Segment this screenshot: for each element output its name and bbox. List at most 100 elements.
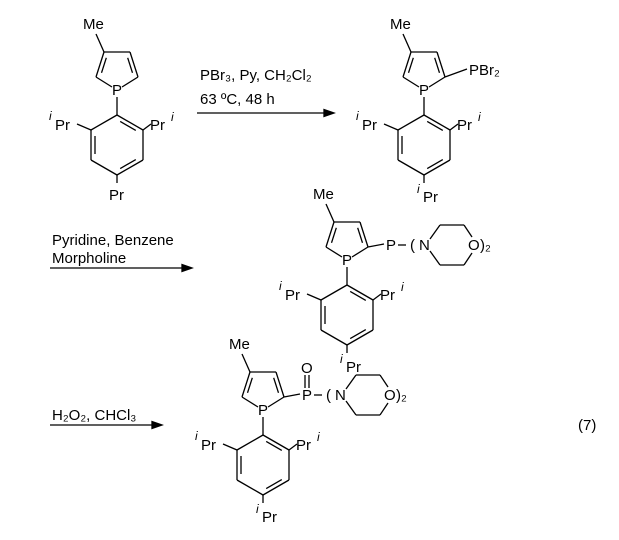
isopropyl-label: Pr <box>55 117 70 134</box>
propyl-label: Pr <box>109 187 124 204</box>
methyl-label: Me <box>83 16 104 33</box>
bond <box>325 203 335 223</box>
bond <box>241 371 251 398</box>
bond <box>357 227 364 244</box>
bond <box>434 57 441 74</box>
bond <box>426 120 444 132</box>
bond <box>372 293 382 301</box>
phosphorus-label: P <box>386 237 396 254</box>
bond <box>397 114 425 131</box>
bond <box>241 353 251 373</box>
isopropyl-label: Pr <box>423 189 438 206</box>
reaction-arrow-2: Pyridine, Benzene Morpholine <box>50 232 194 273</box>
bond <box>444 68 468 78</box>
reaction-arrow-3: H₂O₂, CHCl₃ <box>50 407 164 430</box>
isopropyl-i-label: i <box>417 182 420 196</box>
step2-conditions-2: Morpholine <box>52 250 126 267</box>
bond <box>429 224 441 240</box>
bond <box>325 221 335 248</box>
bond <box>345 400 357 416</box>
bond <box>436 51 446 78</box>
paren-label: ( <box>410 237 415 254</box>
phosphorus-label: P <box>342 252 352 269</box>
paren-label: ( <box>326 387 331 404</box>
isopropyl-i-label: i <box>478 110 481 124</box>
isopropyl-label: Pr <box>457 117 472 134</box>
bond <box>95 33 105 53</box>
isopropyl-i-label: i <box>340 352 343 366</box>
bond <box>351 246 369 258</box>
bond <box>265 478 283 490</box>
bond <box>90 159 118 176</box>
bond <box>463 252 473 266</box>
phosphorus-label: P <box>419 82 429 99</box>
bond <box>241 396 259 408</box>
isopropyl-label: Pr <box>285 287 300 304</box>
bond <box>129 51 139 78</box>
isopropyl-i-label: i <box>356 109 359 123</box>
bond <box>283 393 301 398</box>
bond <box>119 120 137 132</box>
bond <box>121 76 139 88</box>
methyl-label: Me <box>313 186 334 203</box>
dibromophosphino-label: PBr₂ <box>469 62 500 79</box>
bond <box>429 250 441 266</box>
step1-conditions-1: PBr₃, Py, CH₂Cl₂ <box>200 67 312 84</box>
bond <box>367 243 385 248</box>
reaction-arrow-1: PBr₃, Py, CH₂Cl₂ 63 ºC, 48 h <box>197 67 336 118</box>
bond <box>426 158 444 170</box>
bond <box>267 396 285 408</box>
bond-lines <box>76 33 473 503</box>
bond <box>423 159 451 176</box>
isopropyl-label: Pr <box>262 509 277 526</box>
bond <box>359 221 369 248</box>
isopropyl-label: Pr <box>296 437 311 454</box>
bond <box>127 57 134 74</box>
step3-conditions: H₂O₂, CHCl₃ <box>52 407 136 424</box>
bond <box>379 374 389 388</box>
bond <box>449 123 459 131</box>
bond <box>402 76 420 88</box>
oxygen-label: O <box>384 387 396 404</box>
bond <box>100 57 107 74</box>
bond <box>346 329 374 346</box>
bond <box>265 440 283 452</box>
bond <box>402 51 412 78</box>
bond <box>273 377 280 394</box>
isopropyl-i-label: i <box>317 430 320 444</box>
oxygen-label: O <box>468 237 480 254</box>
nitrogen-label: N <box>335 387 346 404</box>
bond <box>402 33 412 53</box>
bond <box>383 123 399 131</box>
bond <box>76 123 92 131</box>
bond <box>325 246 343 258</box>
paren-subscript-label: )₂ <box>396 387 407 404</box>
bond <box>306 293 322 301</box>
isopropyl-label: Pr <box>346 359 361 376</box>
isopropyl-label: Pr <box>362 117 377 134</box>
step2-conditions-1: Pyridine, Benzene <box>52 232 174 249</box>
bond <box>463 224 473 238</box>
isopropyl-label: Pr <box>150 117 165 134</box>
isopropyl-i-label: i <box>171 110 174 124</box>
bond <box>262 434 290 451</box>
bond <box>349 290 367 302</box>
bond <box>236 434 264 451</box>
bond <box>345 374 357 390</box>
bond <box>95 76 113 88</box>
phosphorus-label: P <box>258 402 268 419</box>
bond <box>397 159 425 176</box>
bond <box>423 114 451 131</box>
bond <box>222 443 238 451</box>
bond <box>275 371 285 398</box>
methyl-label: Me <box>229 336 250 353</box>
bond <box>95 51 105 78</box>
methyl-label: Me <box>390 16 411 33</box>
phosphorus-label: P <box>112 82 122 99</box>
bond <box>320 284 348 301</box>
bond <box>90 114 118 131</box>
bond <box>428 76 446 88</box>
bond <box>407 57 414 74</box>
